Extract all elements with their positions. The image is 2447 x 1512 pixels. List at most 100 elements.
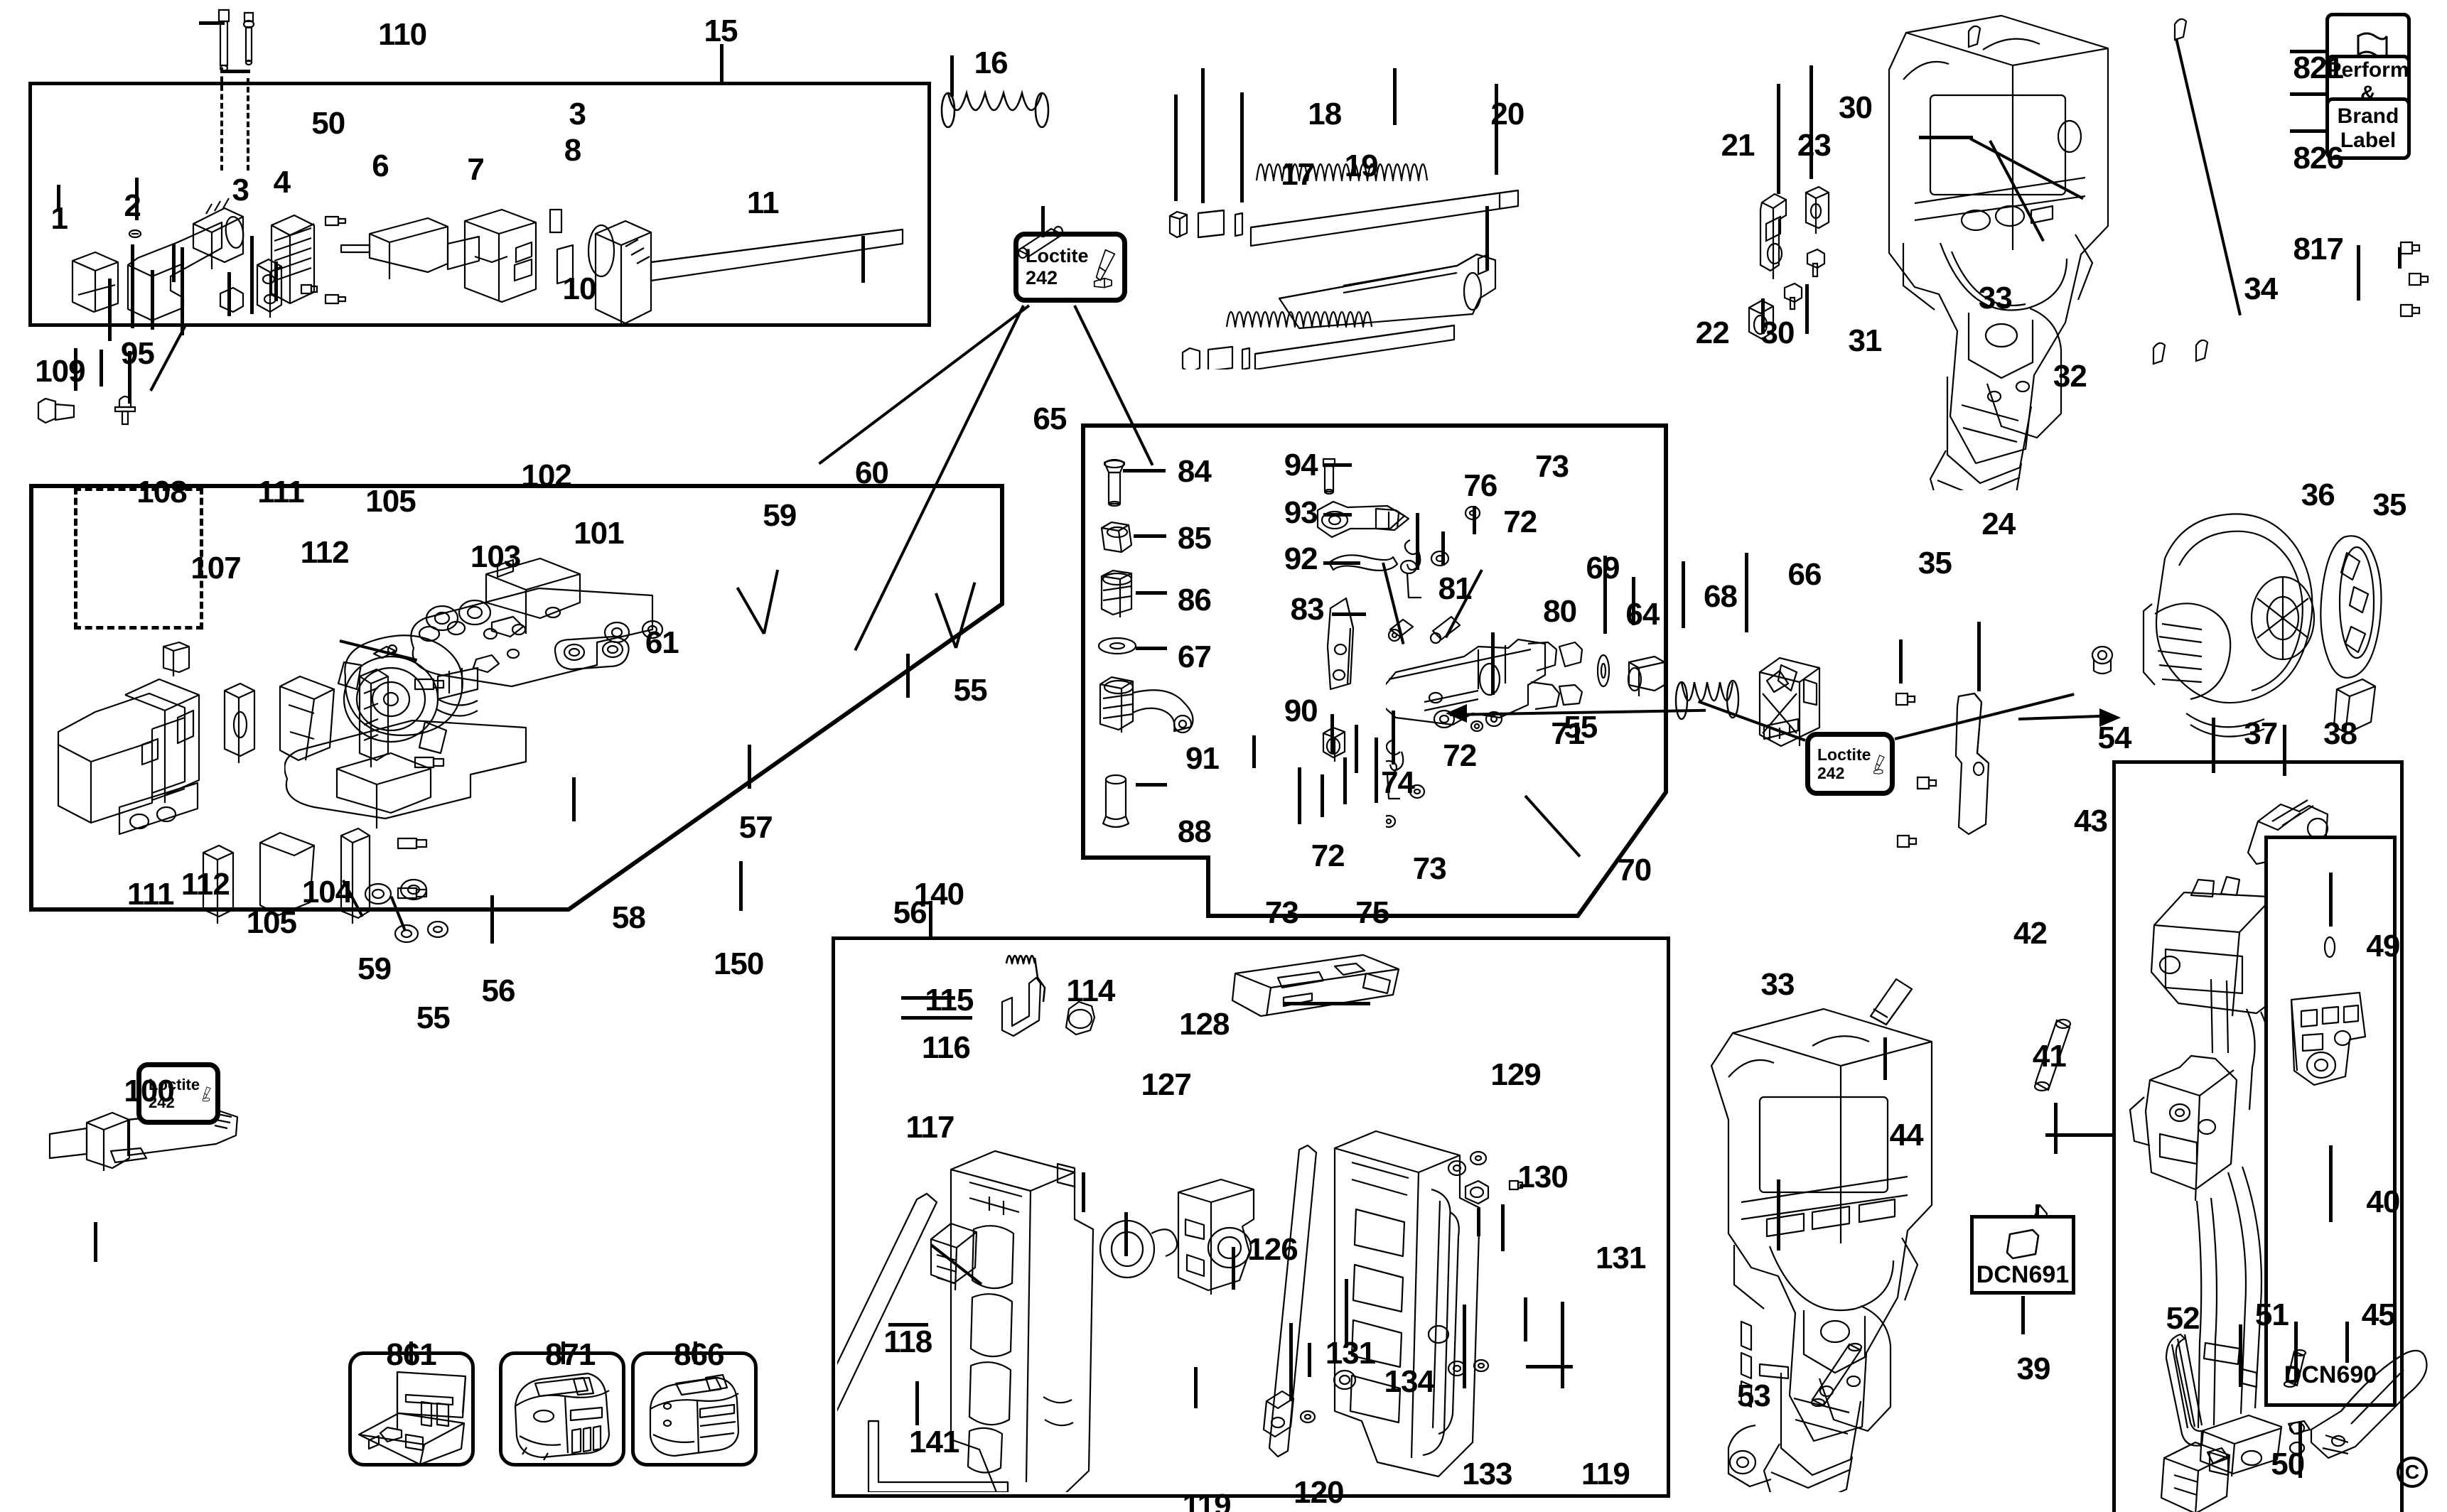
part-callout-73: 73	[1534, 449, 1569, 485]
art-part-53	[1797, 1337, 1875, 1415]
leader-101	[274, 261, 278, 301]
part-callout-73: 73	[1412, 850, 1447, 886]
leader-68	[1682, 561, 1685, 628]
leader-128	[1284, 1002, 1370, 1005]
art-assembly-feeder	[1166, 85, 1699, 369]
part-callout-72: 72	[1311, 838, 1345, 873]
leader-826	[2290, 92, 2327, 96]
part-callout-119: 119	[1182, 1488, 1232, 1512]
part-callout-4: 4	[273, 164, 291, 200]
part-callout-115: 115	[925, 983, 974, 1018]
leader-30b	[1761, 298, 1765, 334]
leader-94	[1323, 463, 1352, 467]
leader-91	[1252, 735, 1256, 768]
leader-817	[2290, 129, 2327, 133]
part-callout-150: 150	[713, 946, 764, 981]
leader-86	[1136, 591, 1167, 595]
part-callout-21: 21	[1721, 128, 1755, 163]
model-tag-dcn691: DCN691	[1970, 1215, 2075, 1295]
part-callout-116: 116	[921, 1030, 971, 1066]
part-callout-107: 107	[190, 551, 241, 586]
leader-38	[2283, 725, 2286, 776]
leader-60	[861, 236, 865, 283]
leader-111a	[131, 244, 134, 328]
leader-150	[739, 861, 743, 911]
leader-102	[250, 236, 254, 314]
leader-72a	[1441, 531, 1445, 566]
leader-71	[1491, 632, 1495, 695]
leader-54	[2018, 714, 2107, 720]
part-callout-51: 51	[2254, 1297, 2289, 1333]
part-callout-34: 34	[2244, 271, 2278, 306]
copyright-mark: C	[2397, 1457, 2428, 1488]
leader-72b	[1321, 774, 1324, 817]
leader-105a	[181, 247, 184, 335]
leader-118	[888, 1323, 928, 1327]
leader-55-mid2	[954, 582, 977, 649]
glue-bottle-icon-left	[202, 1086, 211, 1102]
part-callout-109: 109	[35, 353, 85, 389]
part-callout-86: 86	[1177, 582, 1212, 617]
leader-34	[2175, 38, 2242, 316]
leader-72c	[1392, 711, 1395, 765]
part-callout-83: 83	[1290, 592, 1325, 627]
leader-95	[135, 178, 139, 220]
part-callout-111: 111	[127, 876, 175, 912]
part-callout-108: 108	[136, 474, 187, 509]
part-callout-74: 74	[1381, 765, 1415, 800]
group-box-70	[1080, 423, 1670, 924]
part-callout-134: 134	[1384, 1364, 1435, 1399]
leader-40	[2329, 1145, 2333, 1222]
leader-131a	[1524, 1297, 1527, 1341]
art-assembly-drive-plate	[284, 526, 981, 895]
part-callout-90: 90	[1284, 693, 1318, 729]
part-callout-3: 3	[569, 96, 586, 131]
part-callout-130: 130	[1517, 1159, 1568, 1194]
part-callout-91: 91	[1185, 741, 1220, 777]
dashed-line-8	[247, 78, 249, 171]
art-part-16-spring	[938, 89, 1052, 131]
part-callout-52: 52	[2166, 1300, 2200, 1336]
part-callout-821: 821	[2293, 50, 2344, 85]
leader-59-upper	[736, 587, 765, 634]
part-callout-88: 88	[1177, 814, 1212, 850]
leader-22	[1485, 206, 1489, 270]
part-callout-56: 56	[481, 973, 516, 1008]
leader-43	[2054, 1103, 2058, 1154]
leader-76	[1416, 513, 1419, 570]
leader-109	[57, 185, 60, 212]
art-parts-109-95	[28, 387, 156, 472]
loctite-pointer-3	[1073, 305, 1154, 466]
leader-55-mid	[935, 593, 957, 649]
leader-140	[929, 901, 932, 936]
leader-33-upper	[1969, 137, 2084, 200]
part-callout-40: 40	[2366, 1184, 2400, 1220]
art-part-54	[2085, 639, 2121, 682]
part-callout-104: 104	[301, 875, 353, 910]
leader-53	[1526, 1365, 1573, 1368]
part-callout-75: 75	[1355, 895, 1389, 931]
part-callout-81: 81	[1438, 571, 1473, 607]
part-callout-141: 141	[908, 1424, 959, 1459]
part-callout-55: 55	[1564, 709, 1598, 745]
part-callout-35: 35	[1918, 546, 1952, 581]
part-callout-10: 10	[562, 271, 597, 306]
part-callout-117: 117	[905, 1110, 955, 1145]
leader-133	[1463, 1305, 1466, 1388]
part-callout-24: 24	[1981, 506, 2016, 541]
part-callout-60: 60	[854, 455, 889, 490]
part-callout-72: 72	[1503, 504, 1537, 540]
leader-100	[94, 1222, 97, 1262]
part-callout-11: 11	[746, 185, 780, 220]
art-tool-body-upper	[1862, 7, 2189, 490]
group-box-140	[832, 936, 1670, 1498]
leader-126	[1232, 1247, 1235, 1290]
part-callout-59: 59	[763, 498, 797, 534]
part-callout-53: 53	[1736, 1378, 1771, 1414]
part-callout-105: 105	[246, 904, 297, 940]
part-callout-65: 65	[1033, 401, 1067, 436]
part-callout-817: 817	[2293, 231, 2344, 266]
part-callout-861: 861	[386, 1336, 436, 1372]
leader-52	[2239, 1324, 2242, 1387]
